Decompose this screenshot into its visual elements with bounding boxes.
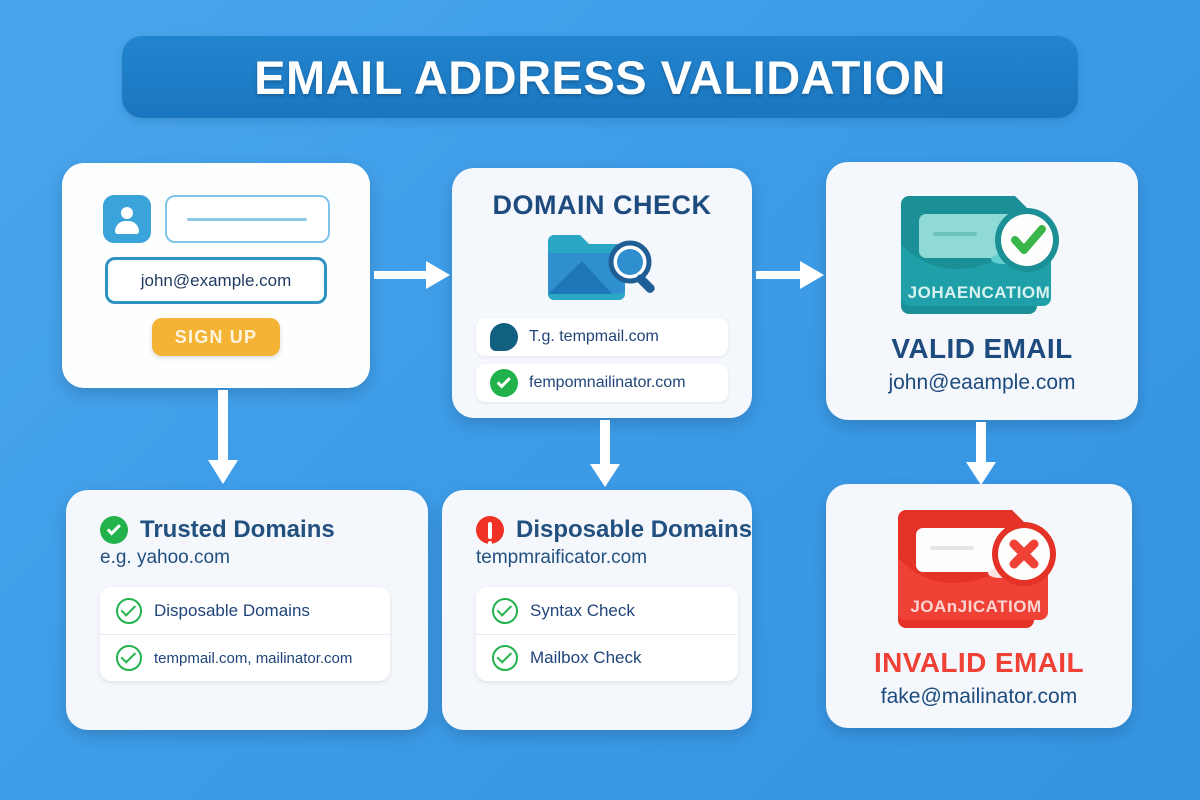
list-item[interactable]: tempmail.com, mailinator.com	[100, 634, 390, 681]
signup-card: john@example.com SIGN UP	[62, 163, 370, 388]
domain-check-title: DOMAIN CHECK	[492, 190, 712, 220]
domain-check-card: DOMAIN CHECK T.g. tempmail.com	[452, 168, 752, 418]
trusted-domains-subtitle: e.g. yahoo.com	[100, 547, 230, 568]
name-input[interactable]	[164, 195, 330, 243]
envelope-text: JOHAENCATIOM	[908, 283, 1051, 302]
green-check-ring-icon	[492, 645, 518, 671]
valid-email-card: JOHAENCATIOM VALID EMAIL john@eaample.co…	[826, 162, 1138, 420]
disposable-domains-panel: Disposable Domains tempmraificator.com S…	[442, 490, 752, 730]
page-title-banner: EMAIL ADDRESS VALIDATION	[122, 36, 1078, 118]
list-item-label: Disposable Domains	[154, 600, 310, 620]
envelope-check-icon: JOHAENCATIOM	[891, 188, 1073, 327]
domain-list-item-label: fempomnailinator.com	[529, 374, 686, 391]
domain-check-list: T.g. tempmail.com fempomnailinator.com	[476, 318, 728, 402]
domain-list-item[interactable]: T.g. tempmail.com	[476, 318, 728, 356]
invalid-email-address: fake@mailinator.com	[880, 685, 1078, 708]
trusted-domains-panel: Trusted Domains e.g. yahoo.com Disposabl…	[66, 490, 428, 730]
green-check-badge	[100, 516, 128, 544]
green-check-icon	[490, 369, 518, 397]
signup-name-row	[102, 195, 330, 243]
trusted-domains-title: Trusted Domains	[140, 516, 335, 543]
disposable-domains-subtitle: tempmraificator.com	[476, 547, 648, 568]
invalid-email-card: JOAnJICATIOM INVALID EMAIL fake@mailinat…	[826, 484, 1132, 728]
input-placeholder-line	[187, 217, 307, 221]
disposable-domains-list: Syntax Check Mailbox Check	[476, 587, 738, 681]
arrow-signup-to-trusted	[205, 390, 241, 486]
sign-up-button[interactable]: SIGN UP	[152, 318, 280, 356]
arrow-signup-to-domain	[374, 258, 452, 292]
user-avatar-icon	[102, 195, 151, 243]
green-check-ring-icon	[492, 597, 518, 624]
list-item-label: Mailbox Check	[530, 648, 642, 667]
valid-email-label: VALID EMAIL	[891, 333, 1073, 364]
valid-email-address: john@eaample.com	[888, 371, 1076, 394]
disposable-domains-title: Disposable Domains	[516, 516, 753, 543]
envelope-text: JOAnJICATIOM	[910, 597, 1041, 616]
arrow-valid-to-invalid	[963, 422, 999, 486]
domain-list-item-label: T.g. tempmail.com	[529, 328, 659, 345]
trusted-domains-list: Disposable Domains tempmail.com, mailina…	[100, 587, 390, 681]
list-item[interactable]: Mailbox Check	[476, 634, 738, 681]
list-item-label: Syntax Check	[530, 600, 635, 620]
green-check-ring-icon	[116, 597, 142, 624]
disposable-domains-header: Disposable Domains	[476, 516, 753, 546]
page-title: EMAIL ADDRESS VALIDATION	[254, 50, 946, 104]
arrow-domain-to-valid	[756, 258, 826, 292]
red-alert-badge	[476, 516, 504, 546]
list-item-label: tempmail.com, mailinator.com	[154, 649, 353, 667]
arrow-domain-to-disposable	[587, 420, 623, 488]
list-item[interactable]: Syntax Check	[476, 587, 738, 634]
folder-magnifier-icon	[542, 227, 662, 310]
domain-list-item[interactable]: fempomnailinator.com	[476, 364, 728, 402]
green-check-ring-icon	[116, 645, 142, 671]
list-item[interactable]: Disposable Domains	[100, 587, 390, 634]
envelope-cross-icon: JOAnJICATIOM	[888, 502, 1070, 641]
teal-flag-icon	[490, 323, 518, 351]
email-input[interactable]: john@example.com	[105, 257, 327, 304]
trusted-domains-header: Trusted Domains	[100, 516, 428, 544]
invalid-email-label: INVALID EMAIL	[873, 647, 1084, 678]
